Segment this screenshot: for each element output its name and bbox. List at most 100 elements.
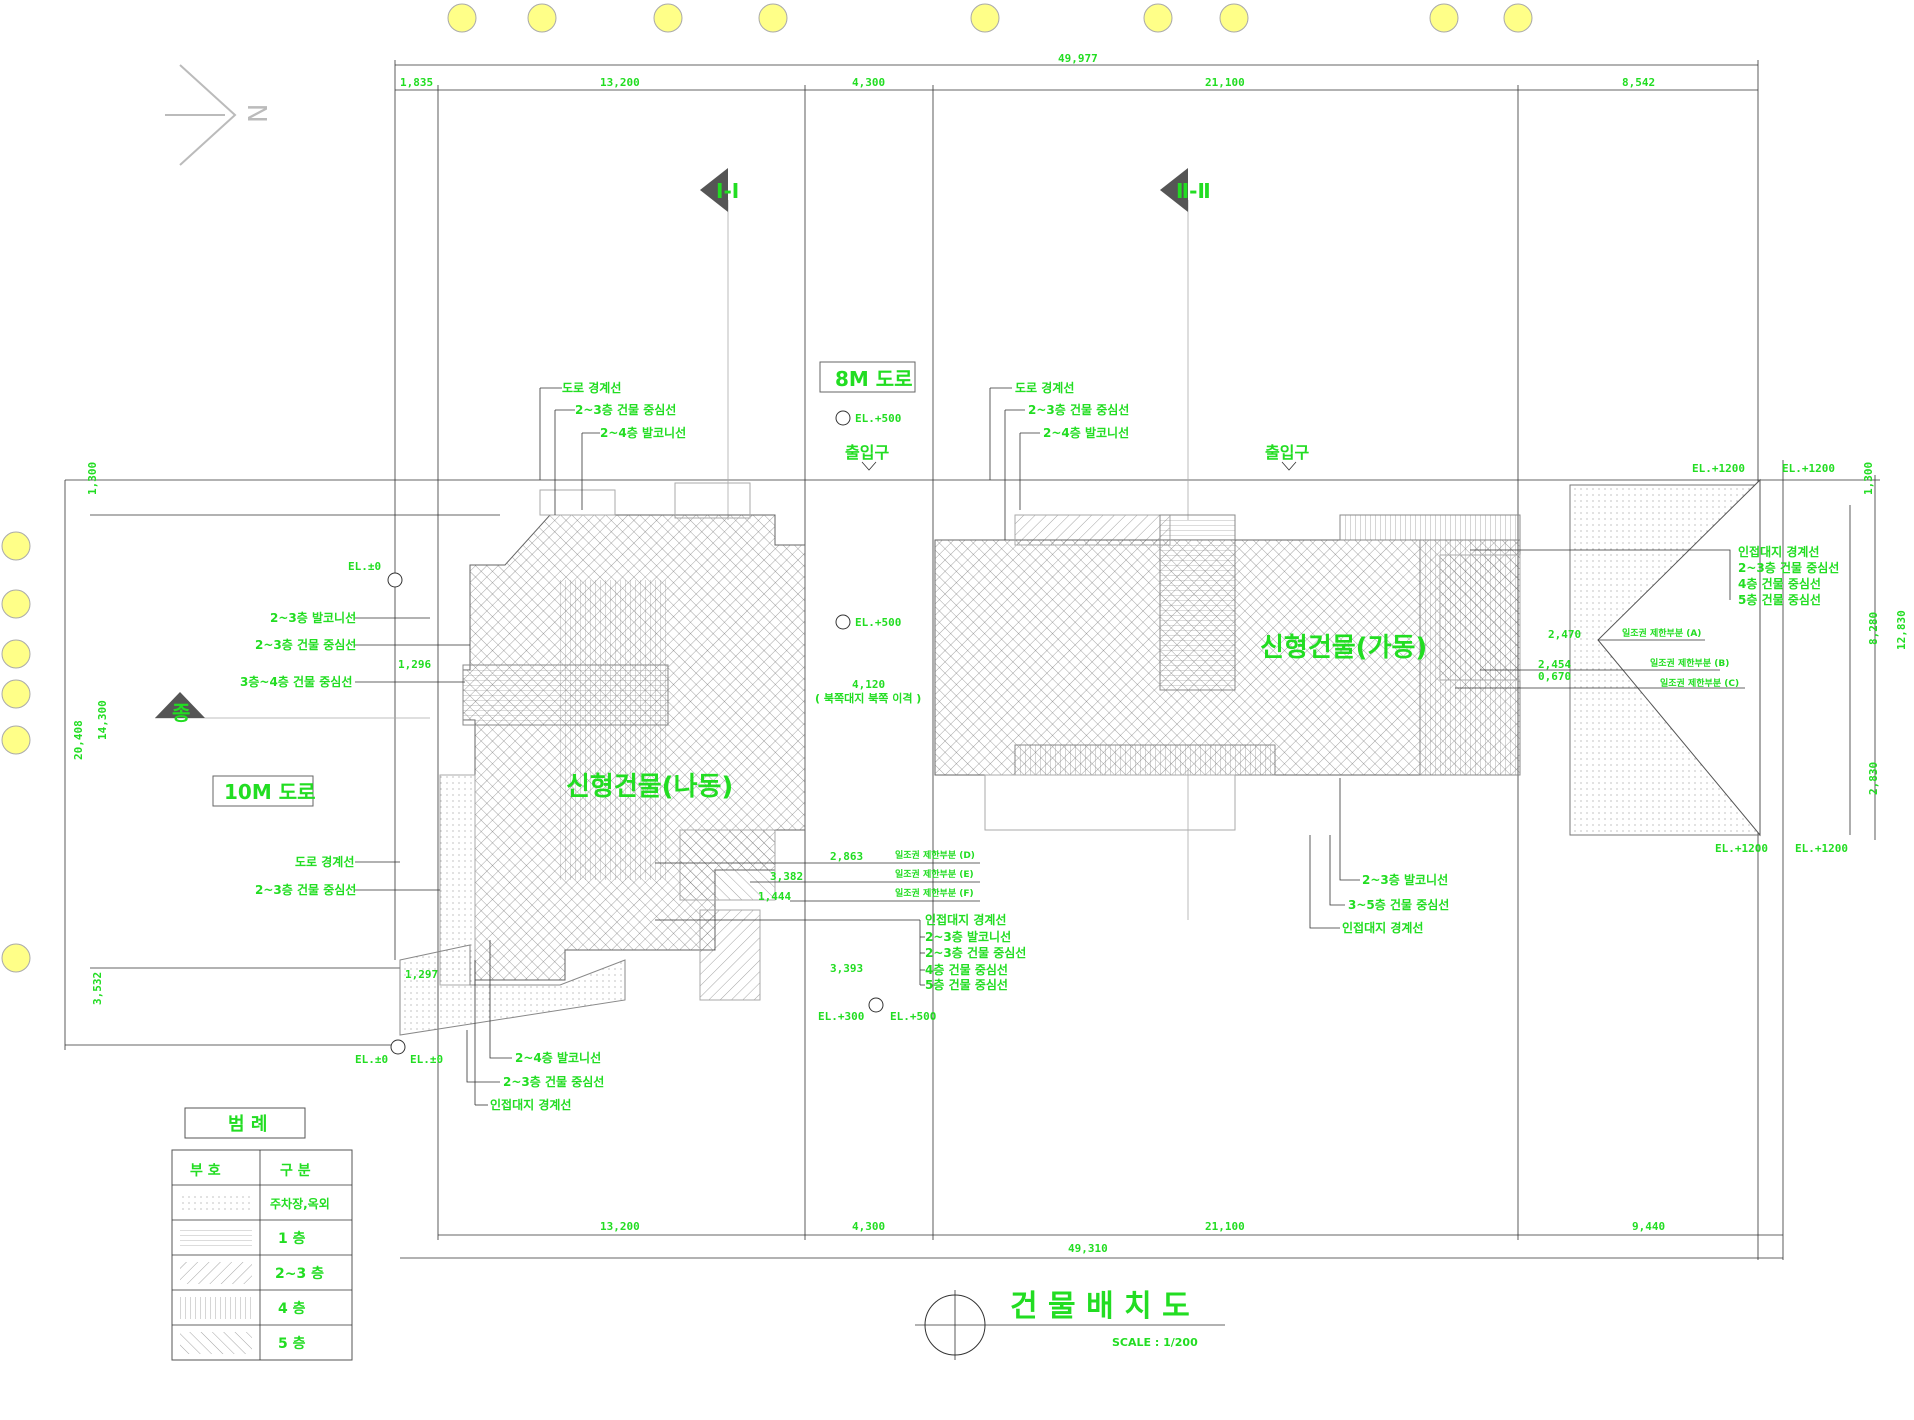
legend-row-0: 주차장,옥외	[270, 1196, 330, 1211]
note-rt-2: 4층 건물 중심선	[1738, 576, 1821, 591]
dim-overall-top: 49,977	[1058, 52, 1098, 65]
note-lt-0: 도로 경계선	[562, 380, 621, 395]
dim-bottom-1: 4,300	[852, 1220, 885, 1233]
dim-right-1: 8,280	[1867, 612, 1880, 645]
note-lb-2: 인접대지 경계선	[490, 1097, 571, 1112]
road-8m-label: 8M 도로	[835, 367, 913, 391]
dim-bottom-0: 13,200	[600, 1220, 640, 1233]
note-ct-1: 2~3층 건물 중심선	[1028, 402, 1129, 417]
dim-right-2: 2,830	[1867, 762, 1880, 795]
dim-top-3: 21,100	[1205, 76, 1245, 89]
dim-right-0: 1,300	[1862, 462, 1875, 495]
notes-center-low: 인접대지 경계선 2~3층 발코니선 2~3층 건물 중심선 4층 건물 중심선…	[655, 912, 1026, 992]
note-cw-3: 4층 건물 중심선	[925, 962, 1008, 977]
north-label: N	[244, 104, 274, 123]
building-na-label: 신형건물(나동)	[566, 772, 733, 802]
note-lt-2: 2~4층 발코니선	[600, 425, 686, 440]
level-left-top: EL.±0	[348, 560, 381, 573]
misc-dim-4: 1,444	[758, 890, 791, 903]
misc-dim-5: 3,393	[830, 962, 863, 975]
entrance-2-label: 출입구	[1265, 443, 1309, 462]
level-right-top-a: EL.+1200	[1692, 462, 1745, 475]
grid-bubbles-left	[1, 531, 31, 973]
legend-col-class: 구 분	[280, 1163, 311, 1179]
note-rl-1: 일조권 제한부분 (B)	[1650, 657, 1729, 669]
level-right-top-b: EL.+1200	[1782, 462, 1835, 475]
note-rw-0: 2~3층 발코니선	[1362, 872, 1448, 887]
note-cw-2: 2~3층 건물 중심선	[925, 945, 1026, 960]
level-left-bottom-a: EL.±0	[355, 1053, 388, 1066]
note-rt-1: 2~3층 건물 중심선	[1738, 560, 1839, 575]
notes-left-top: 도로 경계선 2~3층 건물 중심선 2~4층 발코니선	[539, 380, 686, 515]
level-mid-road: EL.+500	[855, 616, 901, 629]
building-ga	[934, 478, 1761, 837]
note-lm-1: 2~3층 건물 중심선	[255, 637, 356, 652]
section-marker-1: Ⅰ-Ⅰ	[700, 168, 739, 212]
legend-row-2: 2~3 층	[275, 1266, 324, 1282]
section-marker-1-label: Ⅰ-Ⅰ	[716, 179, 739, 203]
note-rt-3: 5층 건물 중심선	[1738, 592, 1821, 607]
section-marker-3: 종	[155, 692, 205, 725]
note-ct-0: 도로 경계선	[1015, 380, 1074, 395]
note-cw-0: 인접대지 경계선	[925, 912, 1006, 927]
level-bottom-b: EL.+500	[890, 1010, 936, 1023]
level-left-bottom-b: EL.±0	[410, 1053, 443, 1066]
title-block: 건 물 배 치 도 SCALE : 1/200	[915, 1289, 1225, 1360]
note-cl-0: 일조권 제한부분 (D)	[895, 849, 975, 861]
dim-bottom-3: 9,440	[1632, 1220, 1665, 1233]
north-arrow: N	[165, 64, 274, 166]
note-lm-2: 3층~4층 건물 중심선	[240, 674, 352, 689]
note-rt-0: 인접대지 경계선	[1738, 544, 1819, 559]
dim-top-0: 1,835	[400, 76, 433, 89]
dim-left-1: 14,300	[96, 700, 109, 740]
note-cl-1: 일조권 제한부분 (E)	[895, 868, 974, 880]
note-rw-2: 인접대지 경계선	[1342, 920, 1423, 935]
level-8m-road: EL.+500	[855, 412, 901, 425]
road-width-note: ( 북쪽대지 북쪽 이격 )	[815, 691, 921, 705]
note-lt-1: 2~3층 건물 중심선	[575, 402, 676, 417]
notes-left-bottom: 2~4층 발코니선 2~3층 건물 중심선 인접대지 경계선	[466, 940, 604, 1112]
note-lm-0: 2~3층 발코니선	[270, 610, 356, 625]
notes-left-low: 도로 경계선 2~3층 건물 중심선	[255, 854, 440, 897]
legend-row-1: 1 층	[278, 1231, 306, 1247]
notes-left-mid: 2~3층 발코니선 2~3층 건물 중심선 3층~4층 건물 중심선	[240, 610, 470, 689]
misc-dim-3: 3,382	[770, 870, 803, 883]
section-marker-2: Ⅱ-Ⅱ	[1160, 168, 1211, 212]
note-lb-1: 2~3층 건물 중심선	[503, 1074, 604, 1089]
notes-center-top: 도로 경계선 2~3층 건물 중심선 2~4층 발코니선	[989, 380, 1129, 540]
notes-right-low: 2~3층 발코니선 3~5층 건물 중심선 인접대지 경계선	[1309, 778, 1449, 935]
dim-top-2: 4,300	[852, 76, 885, 89]
notes-right-top: 인접대지 경계선 2~3층 건물 중심선 4층 건물 중심선 5층 건물 중심선	[1470, 544, 1839, 607]
note-rl-0: 일조권 제한부분 (A)	[1622, 627, 1701, 639]
misc-dim-0: 1,296	[398, 658, 431, 671]
note-ll-0: 도로 경계선	[295, 854, 354, 869]
note-cw-4: 5층 건물 중심선	[925, 977, 1008, 992]
misc-dim-11: 0,670	[1538, 670, 1571, 683]
section-marker-2-label: Ⅱ-Ⅱ	[1176, 179, 1211, 203]
road-width-dim: 4,120	[852, 678, 885, 691]
drawing-title: 건 물 배 치 도	[1010, 1289, 1190, 1324]
misc-dim-1: 1,297	[405, 968, 438, 981]
note-ll-1: 2~3층 건물 중심선	[255, 882, 356, 897]
building-na	[399, 482, 806, 1036]
dim-left-0: 1,300	[86, 462, 99, 495]
note-cw-1: 2~3층 발코니선	[925, 929, 1011, 944]
dim-bottom-2: 21,100	[1205, 1220, 1245, 1233]
dim-overall-bottom: 49,310	[1068, 1242, 1108, 1255]
misc-dim-2: 2,863	[830, 850, 863, 863]
note-cl-2: 일조권 제한부분 (F)	[895, 887, 974, 899]
road-10m-label: 10M 도로	[224, 780, 316, 804]
entrance-1-label: 출입구	[845, 443, 889, 462]
grid-bubbles-top	[447, 3, 1533, 33]
dim-left-2: 3,532	[91, 972, 104, 1005]
dim-left-overall: 20,408	[72, 720, 85, 760]
section-marker-3-label: 종	[172, 701, 190, 725]
legend-row-4: 5 층	[278, 1336, 306, 1352]
legend-title: 범 례	[228, 1114, 267, 1135]
level-right-bottom-a: EL.+1200	[1715, 842, 1768, 855]
note-lb-0: 2~4층 발코니선	[515, 1050, 601, 1065]
misc-dim-9: 2,470	[1548, 628, 1581, 641]
legend-col-symbol: 부 호	[190, 1163, 221, 1179]
note-rw-1: 3~5층 건물 중심선	[1348, 897, 1449, 912]
